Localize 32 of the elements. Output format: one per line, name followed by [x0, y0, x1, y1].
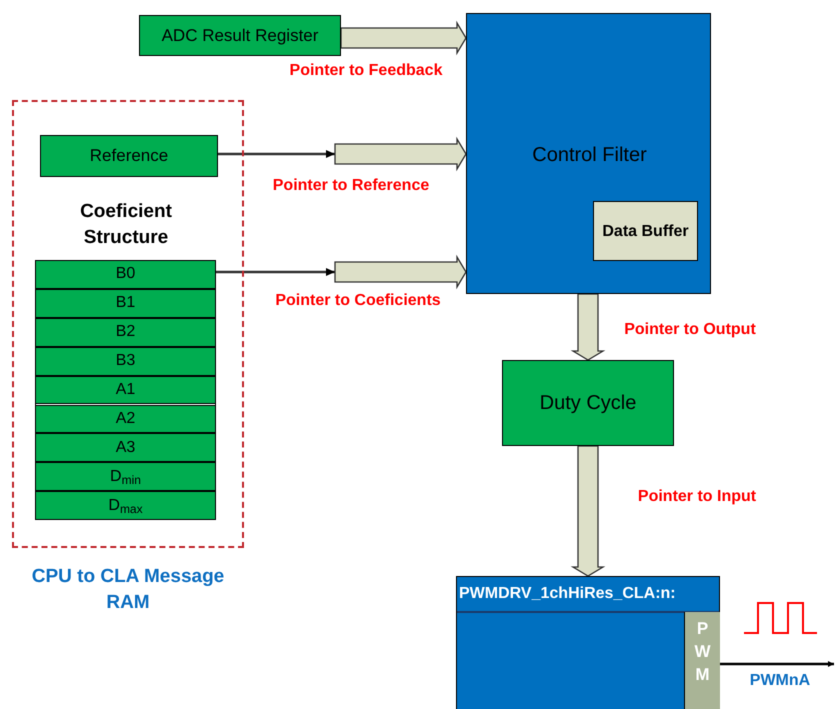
- process-box: Duty Cycle: [502, 360, 674, 446]
- block-arrow: [570, 445, 606, 577]
- filter-block: [466, 13, 711, 294]
- table-row: B1: [35, 288, 216, 318]
- table-row: A3: [35, 433, 216, 462]
- table-row: D$_{min}$: [35, 462, 216, 492]
- block-arrow: [570, 293, 606, 361]
- buffer-box: Data Buffer: [593, 201, 698, 261]
- table-heading: Coeficient Structure: [79, 200, 173, 250]
- table-row: B0: [35, 260, 216, 289]
- pwm-port: PWM: [684, 612, 720, 709]
- edge-label: Pointer to Output: [624, 320, 756, 340]
- block-title: Control Filter: [531, 143, 648, 168]
- table-row: A2: [35, 404, 216, 434]
- table-row: B3: [35, 346, 216, 376]
- edge-label: Pointer to Reference: [272, 176, 430, 196]
- process-box: Reference: [40, 135, 218, 177]
- arrow: [720, 661, 834, 667]
- table-row: B2: [35, 318, 216, 347]
- edge-label: Pointer to Feedback: [290, 61, 442, 81]
- edge-label: Pointer to Coeficients: [275, 291, 441, 311]
- block-arrow: [215, 136, 467, 172]
- edge-label: PWMnA: [750, 671, 810, 691]
- process-box: ADC Result Register: [139, 15, 341, 56]
- table-row: D$_{max}$: [35, 491, 216, 520]
- driver-block: [456, 576, 720, 709]
- table-row: A1: [35, 376, 216, 404]
- block-arrow: [213, 254, 467, 290]
- block-title: PWMDRV_1chHiRes_CLA:n:: [459, 584, 676, 604]
- block-arrow: [340, 20, 467, 56]
- edge-label: Pointer to Input: [638, 487, 756, 507]
- group-caption: CPU to CLA Message RAM: [30, 565, 226, 615]
